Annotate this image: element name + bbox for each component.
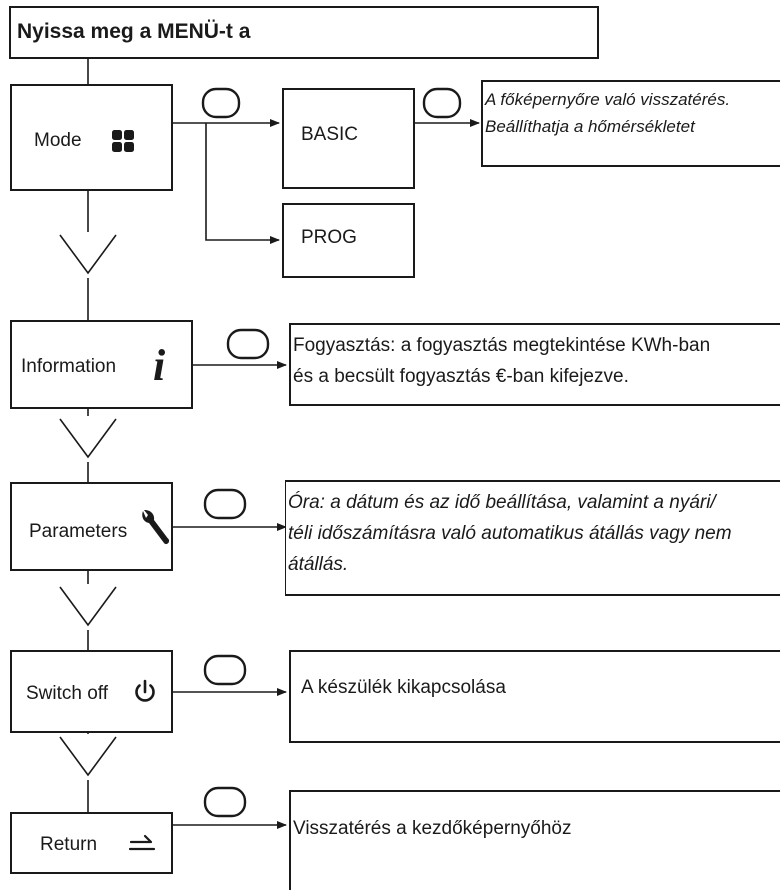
return-note-box: Visszatérés a kezdőképernyőhöz <box>289 790 780 890</box>
return-note: Visszatérés a kezdőképernyőhöz <box>293 818 572 839</box>
chevron-down-icon <box>59 418 117 459</box>
prog-label: PROG <box>301 227 357 248</box>
round-button-icon <box>203 488 247 520</box>
information-note-line-2: és a becsült fogyasztás €-ban kifejezve. <box>293 366 629 387</box>
chevron-down-icon <box>59 736 117 777</box>
wrench-icon <box>142 509 170 545</box>
grid-icon <box>112 130 134 152</box>
information-label: Information <box>21 356 117 377</box>
information-note-line-1: Fogyasztás: a fogyasztás megtekintése KW… <box>293 335 711 356</box>
switch-off-note: A készülék kikapcsolása <box>301 677 506 698</box>
switch-off-label: Switch off <box>26 683 109 704</box>
information-note-box: Fogyasztás: a fogyasztás megtekintése KW… <box>289 323 780 406</box>
basic-note-box: A főképernyőre való visszatérés. Beállít… <box>481 80 780 167</box>
menu-title-box: Nyissa meg a MENÜ-t a <box>9 6 599 59</box>
parameters-note-line-1: Óra: a dátum és az idő beállítása, valam… <box>288 492 716 513</box>
info-icon: i <box>153 341 166 390</box>
basic-box: BASIC <box>282 88 415 189</box>
arrow-line <box>205 123 280 244</box>
mode-label: Mode <box>34 130 82 151</box>
round-button-icon <box>201 87 241 119</box>
power-icon <box>135 679 155 702</box>
round-button-icon <box>422 87 462 119</box>
return-box: Return <box>10 812 173 874</box>
return-label: Return <box>40 834 98 855</box>
return-arrow-icon <box>128 834 156 851</box>
prog-box: PROG <box>282 203 415 278</box>
round-button-icon <box>226 328 270 360</box>
parameters-box: Parameters <box>10 482 173 571</box>
information-box: Information i <box>10 320 193 409</box>
parameters-note-box: Óra: a dátum és az idő beállítása, valam… <box>285 480 780 596</box>
round-button-icon <box>203 786 247 818</box>
chevron-down-icon <box>59 586 117 627</box>
chevron-down-icon <box>59 234 117 275</box>
parameters-note-line-2: téli időszámításra való automatikus átál… <box>288 523 732 544</box>
switch-off-box: Switch off <box>10 650 173 733</box>
switch-off-note-box: A készülék kikapcsolása <box>289 650 780 743</box>
parameters-label: Parameters <box>29 521 128 542</box>
mode-box: Mode <box>10 84 173 191</box>
round-button-icon <box>203 654 247 686</box>
parameters-note-line-3: átállás. <box>288 554 349 575</box>
menu-title: Nyissa meg a MENÜ-t a <box>17 20 251 43</box>
basic-note-line-2: Beállíthatja a hőmérsékletet <box>485 117 695 136</box>
basic-label: BASIC <box>301 124 359 145</box>
basic-note-line-1: A főképernyőre való visszatérés. <box>485 90 731 109</box>
